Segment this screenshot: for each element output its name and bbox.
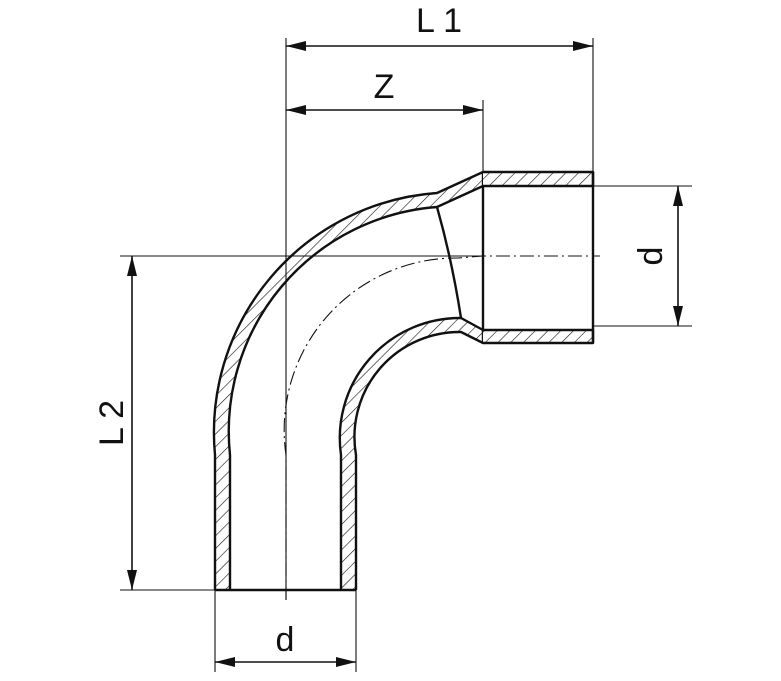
- transition-curve: [435, 206, 463, 319]
- inner-wall: [339, 317, 483, 590]
- socket-top-wall: [483, 172, 593, 186]
- inner-wall-outline: [338, 316, 485, 590]
- label-d-bottom: d: [276, 621, 295, 659]
- label-l1: L 1: [416, 2, 462, 40]
- label-l2: L 2: [93, 400, 131, 446]
- label-z: Z: [374, 68, 395, 106]
- centre-line: [283, 255, 600, 600]
- outer-wall: [213, 172, 483, 590]
- socket-bottom-wall: [483, 330, 593, 343]
- label-d-right: d: [632, 247, 670, 266]
